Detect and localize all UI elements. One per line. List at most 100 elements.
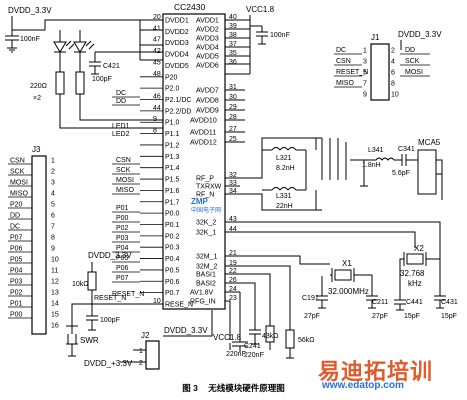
- chip-right-pin-label: AVDD3: [196, 36, 219, 43]
- resistor-56k: [285, 329, 295, 349]
- j1-pin-number: 10: [391, 92, 399, 99]
- j3-pin-number: 3: [51, 180, 55, 187]
- cap-c431: [434, 270, 446, 309]
- j3-pin-number: 6: [51, 213, 55, 220]
- chip-left-pin-number: 20: [153, 14, 161, 21]
- sw-label: SWR: [80, 336, 99, 345]
- figure-caption: 图 3 无线模块硬件原理图: [0, 382, 467, 394]
- caption-title: 无线模块硬件原理图: [208, 383, 285, 393]
- j2-label: J2: [141, 331, 150, 340]
- chip-right-pin-label: AVDD5: [196, 54, 219, 61]
- led-diodes: [53, 41, 87, 53]
- chip-left-net-label: P03: [116, 235, 129, 242]
- chip-left-net-label: MISO: [116, 187, 134, 194]
- r56k-value: 56kΩ: [298, 337, 315, 344]
- chip-right-pin-number: 39: [229, 23, 237, 30]
- cap-reset: [86, 315, 98, 331]
- j3-name: J3: [32, 145, 41, 154]
- j3-pin-number: 1: [51, 158, 55, 165]
- chip-left-net-label: P06: [116, 265, 129, 272]
- j3-pin-number: 14: [51, 301, 59, 308]
- crystal-x1: [334, 269, 352, 281]
- l321-value: 8.2nH: [276, 165, 295, 172]
- caption-fig: 图 3: [182, 383, 198, 393]
- j3-signal-label: P04: [10, 268, 23, 275]
- dvdd-left-rail: [11, 16, 141, 60]
- chip-right-pin-label: 32K_2: [196, 220, 216, 227]
- mca5-label: MCA5: [418, 138, 441, 147]
- dvdd-bottom-label: DVDD_3.3V: [164, 326, 208, 335]
- chip-right-pin-number: 43: [229, 216, 237, 223]
- chip-right-pin-number: 27: [229, 126, 237, 133]
- chip-left-net-label: P01: [116, 205, 129, 212]
- j3-signal-label: P03: [10, 279, 23, 286]
- chip-right-pin-number: 38: [229, 32, 237, 39]
- chip-left-pin-number: 45: [153, 59, 161, 66]
- mid-logo-bottom: 中国电子网: [191, 208, 222, 214]
- j3-pin-number: 16: [51, 323, 59, 330]
- chip-left-pin-label: P0.6: [165, 279, 180, 286]
- dvdd-reset-label: DVDD_3.3V: [88, 251, 132, 260]
- cap-top-left-value: 100nF: [20, 36, 40, 43]
- j3-signal-label: P06: [10, 246, 23, 253]
- chip-right-pin-number: 23: [229, 295, 237, 302]
- j1-pin-number: 6: [391, 70, 395, 77]
- c421-value: 100pF: [92, 76, 112, 83]
- crystal-x1-plates: [330, 268, 372, 282]
- j3-signal-label: CSN: [10, 158, 25, 165]
- chip-left-pin-label: DVDD5: [165, 63, 189, 70]
- j1-pin-number: 1: [363, 48, 367, 55]
- c-av-value: 220nF: [226, 351, 246, 358]
- resistor-led-2: [75, 71, 85, 95]
- chip-right-pin-label: AVDD6: [196, 63, 219, 70]
- chip-left-pin-label: DVDD2: [165, 29, 189, 36]
- led-lines: [59, 94, 163, 129]
- chip-left-pin-number: 41: [153, 25, 161, 32]
- chip-right-pin-number: 21: [229, 250, 237, 257]
- chip-left-pin-number: 44: [153, 105, 161, 112]
- watermark-cn: 易迪拓培训: [318, 360, 434, 385]
- j1-left-signal: RESET_N: [336, 69, 368, 76]
- chip-right-pin-number: 19: [229, 260, 237, 267]
- chip-right-pin-label: AVDD4: [196, 45, 219, 52]
- mca5-leads: [416, 159, 443, 200]
- inductor-l321: [271, 147, 306, 151]
- chip-left-pin-label: DVDD3: [165, 40, 189, 47]
- cap-c191: [316, 276, 328, 309]
- crystal-x2: [406, 253, 424, 265]
- chip-right-pin-number: 40: [229, 14, 237, 21]
- chip-right-pin-number: 30: [229, 94, 237, 101]
- j3-pin-number: 12: [51, 279, 59, 286]
- j3-pin-number: 7: [51, 224, 55, 231]
- l331-label: L331: [276, 193, 292, 200]
- j3-signal-label: P05: [10, 257, 23, 264]
- chip-right-pin-number: 31: [229, 84, 237, 91]
- j1-pin-number: 7: [363, 81, 367, 88]
- c211-value: 27pF: [372, 313, 388, 320]
- j3-pin-number: 2: [51, 169, 55, 176]
- j2-pin1: 1: [139, 348, 143, 355]
- chip-left-pin-label: P1.1: [165, 131, 180, 138]
- chip-left-net-label: CSN: [116, 157, 131, 164]
- led-bars: [54, 51, 86, 72]
- j3-pin-number: 13: [51, 290, 59, 297]
- chip-right-pin-label: AVDD10: [190, 118, 217, 125]
- j2-pin2: 2: [139, 360, 143, 367]
- vcc-bottom-label: VCC1.8: [213, 333, 242, 342]
- cap-c211: [366, 275, 378, 309]
- inductor-l331: [271, 187, 306, 191]
- c211-label: C211: [372, 299, 388, 306]
- watermark-url: www.edatop.com: [322, 380, 404, 391]
- avdd-lower-links: [225, 89, 245, 143]
- c431-value: 15pF: [441, 313, 457, 320]
- x2-value-2: kHz: [408, 279, 422, 288]
- j1-body: [370, 43, 390, 101]
- chip-right-pin-label: TXRXW: [196, 184, 222, 191]
- j1-left-signal: CSN: [336, 58, 351, 65]
- watermark-logo: 易迪拓培训 www.edatop.com: [318, 352, 464, 396]
- cap-top-right-value: 100nF: [270, 32, 290, 39]
- chip-left-net-label: MOSI: [116, 177, 134, 184]
- rf-stubs: [262, 149, 272, 191]
- j1-name: J1: [371, 33, 380, 42]
